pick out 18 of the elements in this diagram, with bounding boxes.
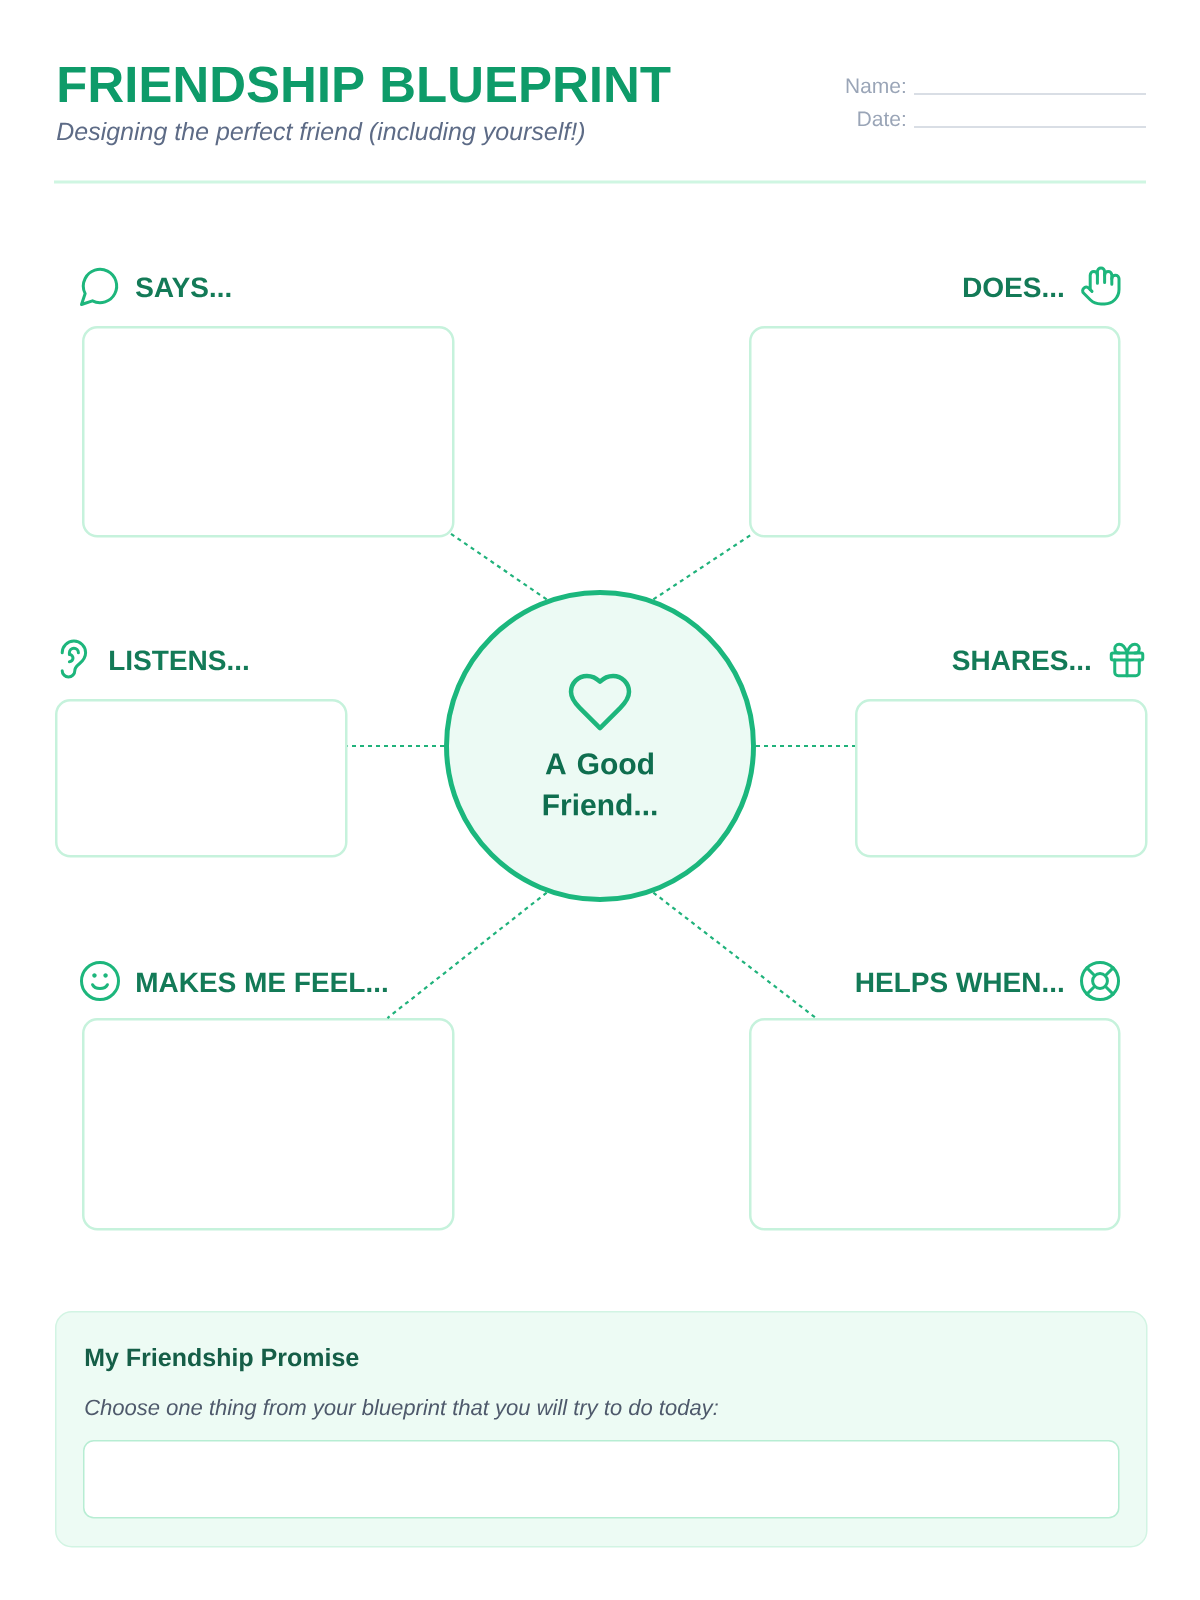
field-label: Date: xyxy=(858,111,905,127)
prompt-text: Choose one thing from your blueprint that you will try to do today: xyxy=(85,1399,718,1420)
box-heading: MAKES ME FEEL... xyxy=(137,972,387,993)
panel-heading: My Friendship Promise xyxy=(85,1347,359,1372)
box-heading: HELPS WHEN... xyxy=(856,972,1063,993)
title: FRIENDSHIP BLUEPRINT xyxy=(59,66,671,103)
box-heading: DOES... xyxy=(964,277,1063,298)
dotted-connector xyxy=(386,891,548,1019)
dotted-connector xyxy=(652,891,817,1019)
dotted-connector xyxy=(449,532,548,601)
answer-box xyxy=(83,1440,1120,1519)
box-heading: SAYS... xyxy=(136,277,231,298)
subtitle: Designing the perfect friend (including yourself!) xyxy=(56,121,585,146)
box-heading: LISTENS... xyxy=(110,650,248,671)
box-heading: SHARES... xyxy=(952,650,1090,671)
field-label: Name: xyxy=(846,78,905,94)
center-label: A Good Friend... xyxy=(543,752,657,816)
dotted-connector xyxy=(756,744,855,748)
